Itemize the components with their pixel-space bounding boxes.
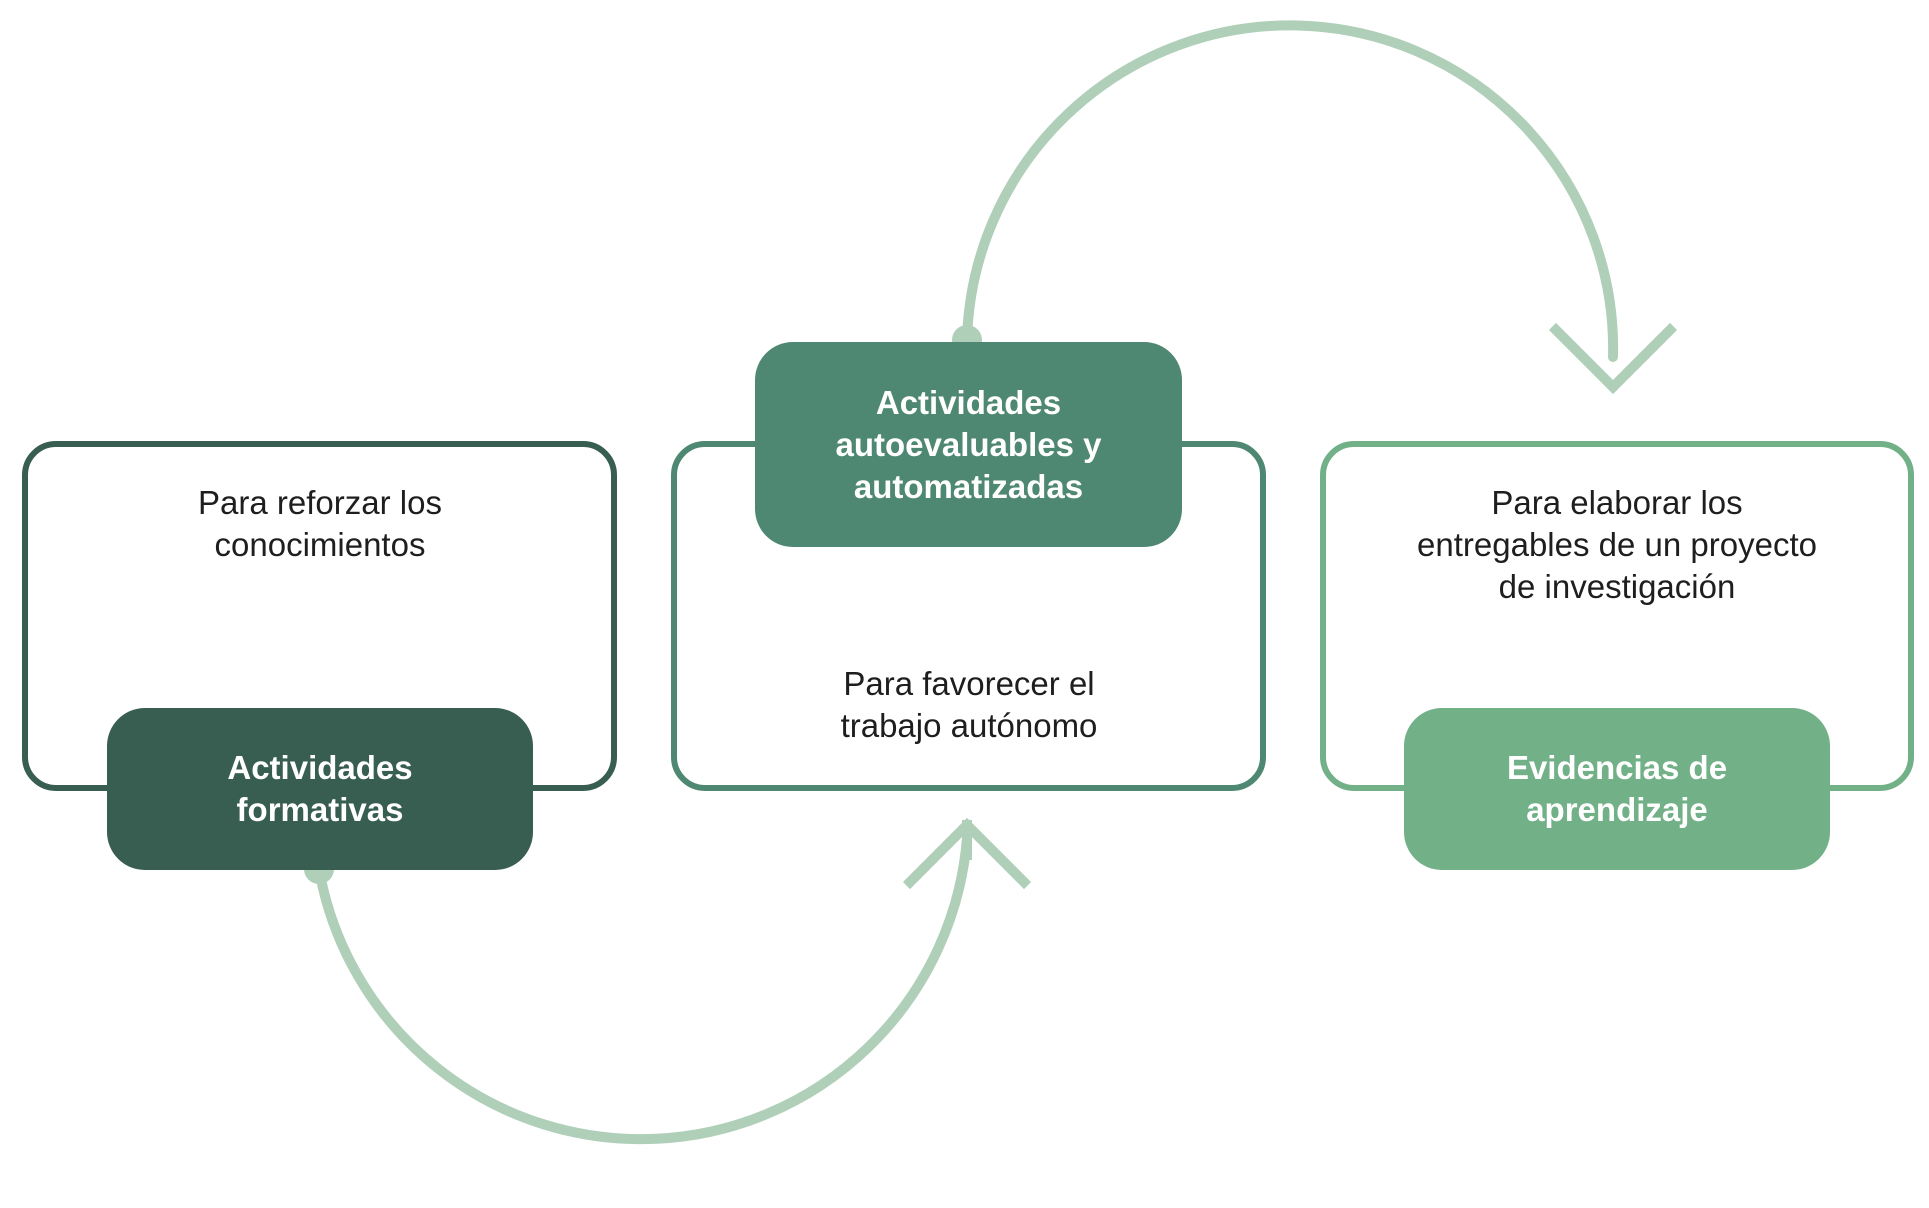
title-pill-activities-self-assessed: Actividades autoevaluables y automatizad… — [755, 342, 1182, 547]
description-line: conocimientos — [214, 526, 426, 563]
description-line: Para reforzar los — [198, 484, 442, 521]
title-line: Actividades — [227, 749, 413, 786]
title-line: automatizadas — [853, 467, 1084, 505]
title-pill-activities-formative: Actividades formativas — [107, 708, 533, 870]
description-activities-formative: Para reforzar los conocimientos — [70, 482, 570, 566]
description-line: Para elaborar los — [1491, 484, 1743, 521]
description-line: Para favorecer el — [843, 665, 1095, 702]
title-line: formativas — [236, 791, 404, 828]
connector-arc-1-to-2 — [314, 833, 972, 1145]
title-line: Actividades — [875, 383, 1062, 421]
arrow-head-down-icon — [1548, 322, 1678, 395]
title-pill-learning-evidence: Evidencias de aprendizaje — [1404, 708, 1830, 870]
connector-arc-2-to-3 — [962, 20, 1619, 362]
arrow-head-up-icon — [902, 817, 1032, 890]
description-line: entregables de un proyecto — [1417, 526, 1817, 563]
description-line: trabajo autónomo — [840, 707, 1098, 744]
description-activities-self-assessed: Para favorecer el trabajo autónomo — [719, 663, 1219, 747]
title-line: aprendizaje — [1526, 791, 1708, 828]
description-line: de investigación — [1498, 568, 1736, 605]
description-learning-evidence: Para elaborar los entregables de un proy… — [1367, 482, 1867, 608]
title-line: autoevaluables y — [835, 425, 1102, 463]
title-line: Evidencias de — [1506, 749, 1728, 786]
